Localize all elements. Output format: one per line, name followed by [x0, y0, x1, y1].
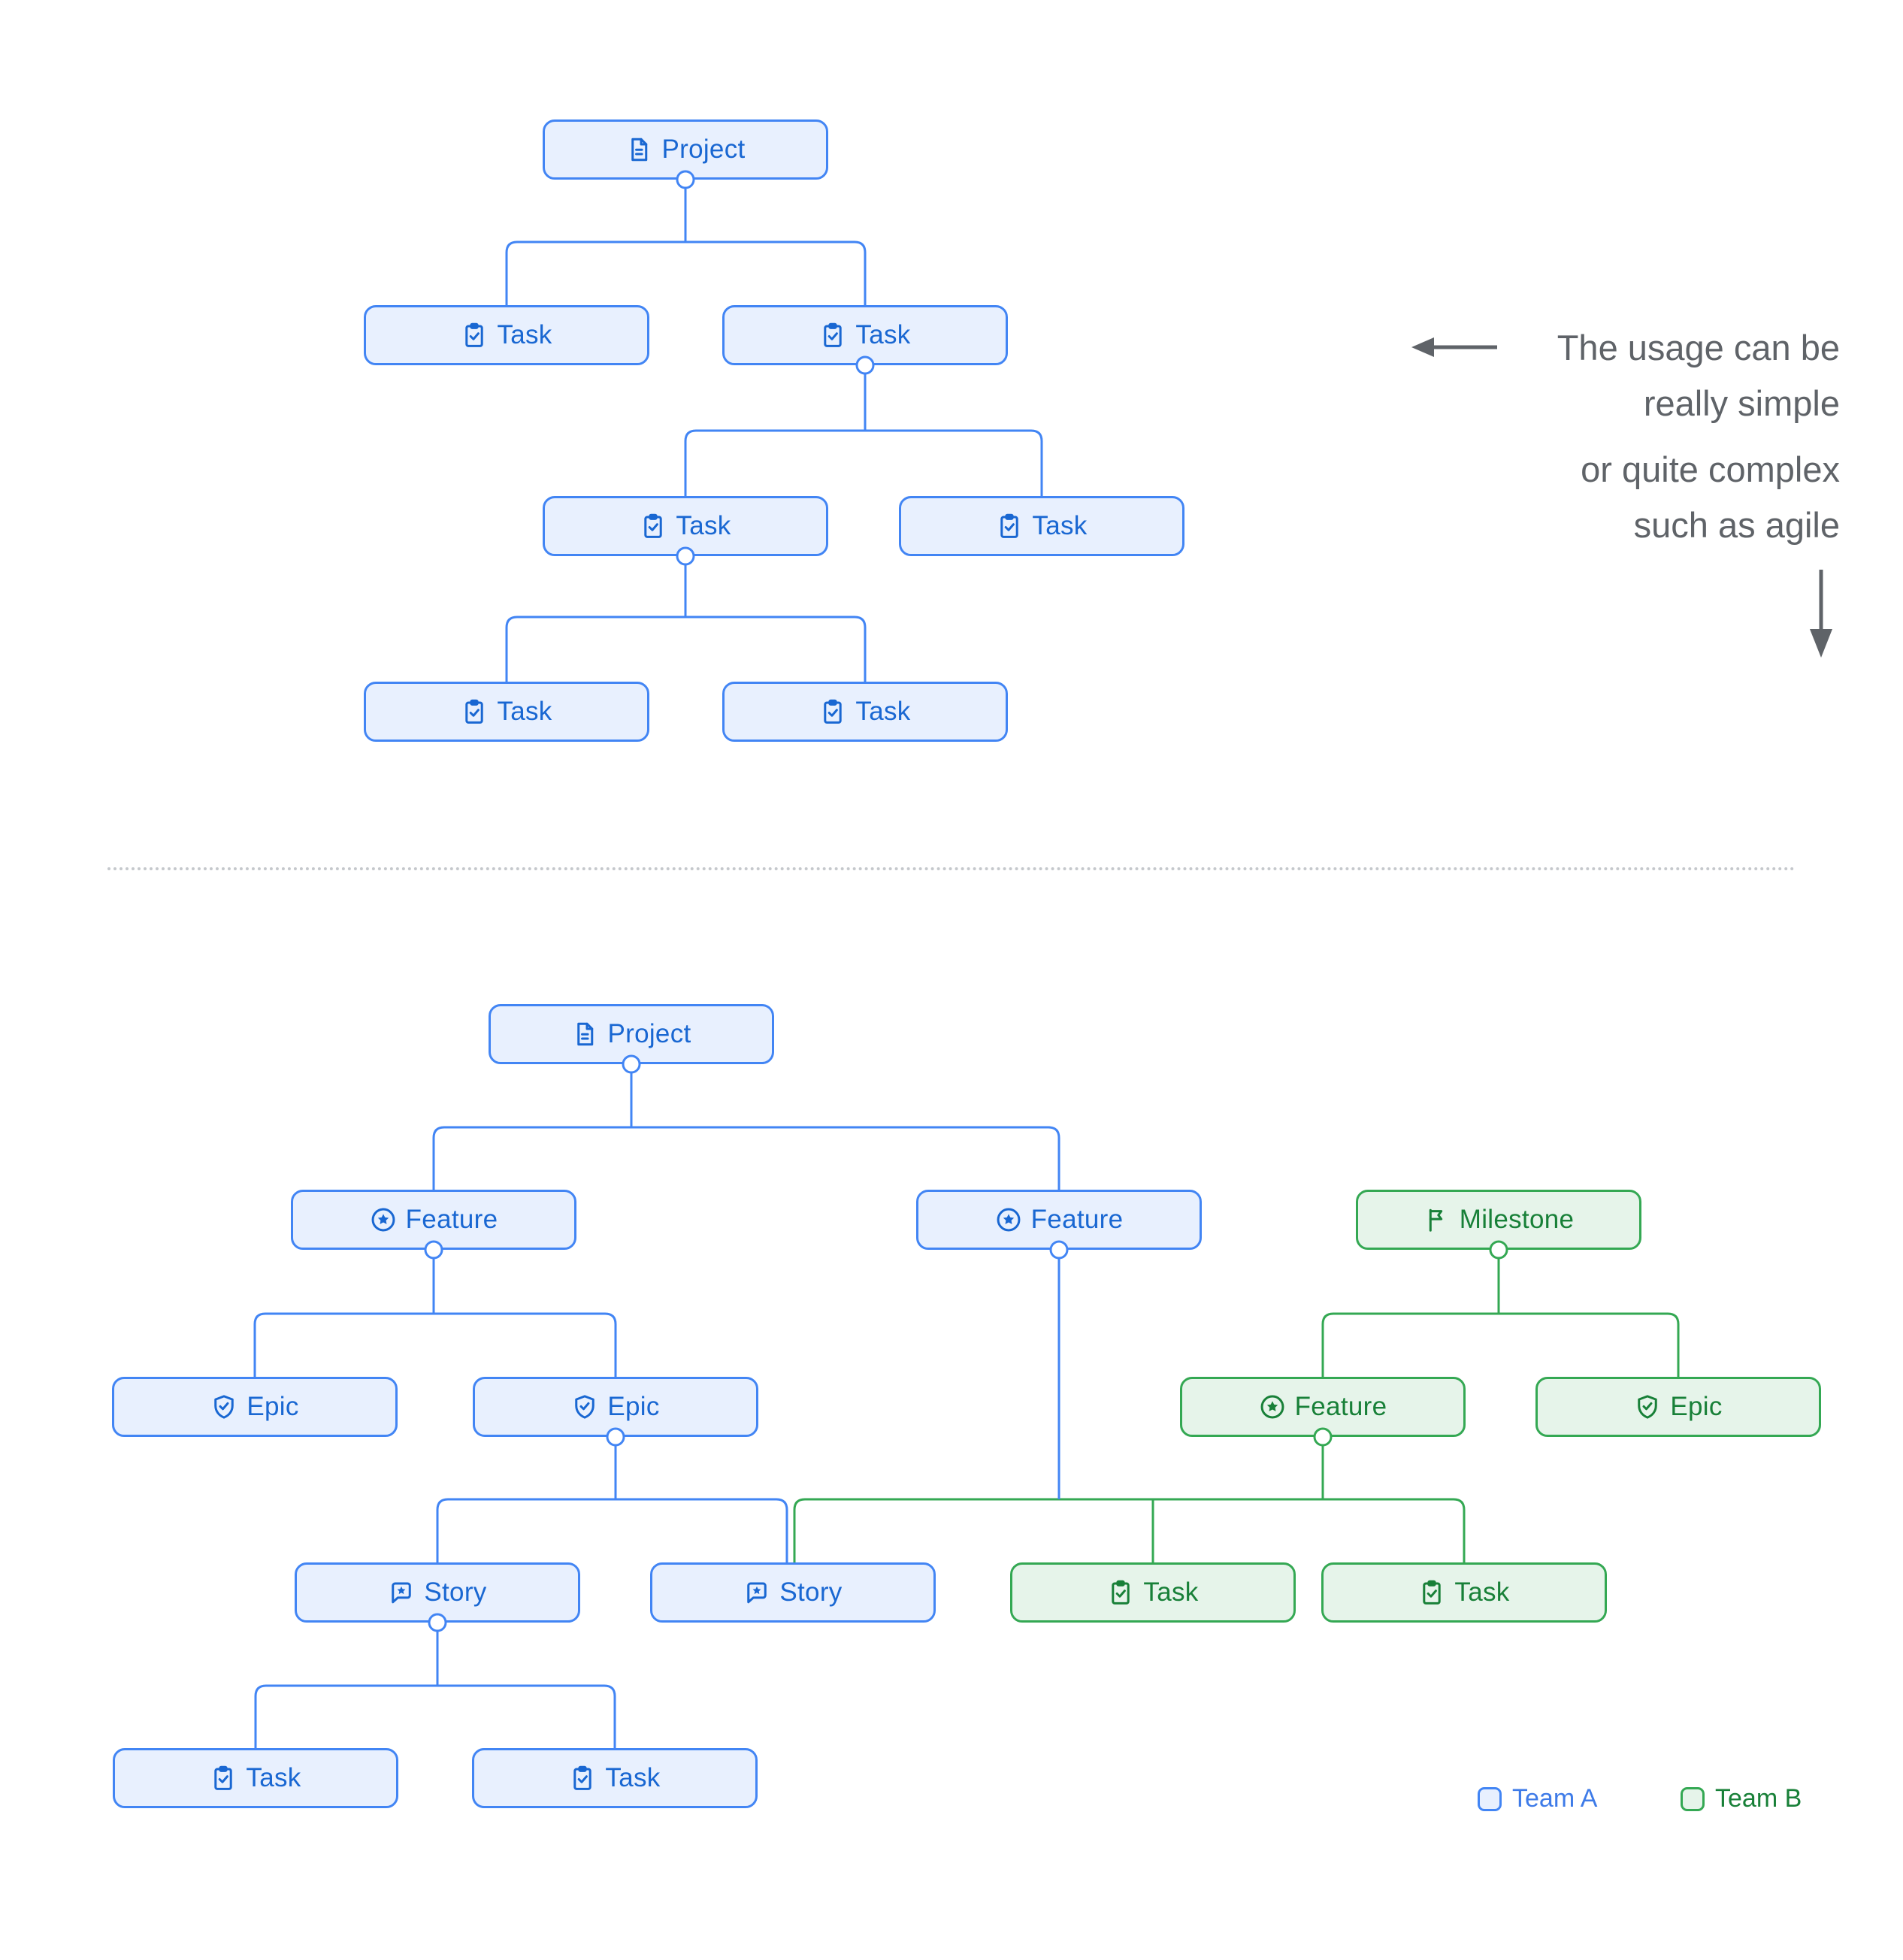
task-icon: [819, 698, 846, 725]
node-b-task-3[interactable]: Task: [113, 1748, 398, 1808]
task-icon: [996, 513, 1023, 540]
node-b-task-2[interactable]: Task: [1321, 1562, 1607, 1623]
node-t-task-2[interactable]: Task: [722, 305, 1008, 365]
legend-team-a: Team A: [1478, 1784, 1597, 1813]
node-t-task-5[interactable]: Task: [364, 682, 649, 742]
node-label: Task: [1032, 511, 1088, 540]
node-b-project[interactable]: Project: [489, 1004, 774, 1064]
annotation-line: The usage can be: [1557, 328, 1840, 368]
document-icon: [625, 136, 652, 163]
document-icon: [571, 1021, 598, 1048]
node-label: Task: [246, 1763, 301, 1792]
team-a-swatch-icon: [1478, 1786, 1502, 1811]
node-label: Milestone: [1459, 1205, 1575, 1234]
legend-team-a-label: Team A: [1512, 1784, 1598, 1813]
node-label: Feature: [1030, 1205, 1124, 1234]
feature-icon: [370, 1206, 397, 1233]
node-label: Story: [424, 1577, 487, 1607]
node-b-task-4[interactable]: Task: [472, 1748, 758, 1808]
node-label: Task: [676, 511, 731, 540]
node-t-task-3[interactable]: Task: [543, 496, 828, 556]
node-label: Task: [1143, 1577, 1199, 1607]
section-divider: [107, 867, 1796, 870]
task-icon: [569, 1765, 596, 1792]
node-label: Feature: [405, 1205, 498, 1234]
annotation-line: such as agile: [1633, 505, 1840, 545]
legend-team-b: Team B: [1681, 1784, 1802, 1813]
task-icon: [1107, 1579, 1134, 1606]
node-label: Epic: [607, 1392, 660, 1421]
task-icon: [210, 1765, 237, 1792]
task-icon: [461, 698, 488, 725]
team-b-swatch-icon: [1681, 1786, 1705, 1811]
node-label: Task: [855, 697, 911, 726]
left-arrow-icon: [1411, 337, 1497, 357]
feature-icon: [1259, 1393, 1286, 1420]
task-icon: [819, 322, 846, 349]
node-b-story-2[interactable]: Story: [650, 1562, 936, 1623]
epic-icon: [210, 1393, 237, 1420]
down-arrow-icon: [1810, 570, 1832, 658]
story-icon: [388, 1579, 415, 1606]
annotation-paragraph-2: or quite complex such as agile: [1581, 442, 1840, 553]
node-b-epic-2[interactable]: Epic: [473, 1377, 758, 1437]
task-icon: [640, 513, 667, 540]
node-label: Task: [497, 697, 552, 726]
node-label: Epic: [247, 1392, 299, 1421]
node-label: Project: [661, 135, 746, 164]
node-t-task-4[interactable]: Task: [899, 496, 1184, 556]
node-b-feature-1[interactable]: Feature: [291, 1190, 576, 1250]
node-t-project[interactable]: Project: [543, 119, 828, 180]
node-b-story-1[interactable]: Story: [295, 1562, 580, 1623]
node-label: Story: [779, 1577, 843, 1607]
annotation-line: really simple: [1643, 383, 1840, 423]
node-label: Feature: [1294, 1392, 1387, 1421]
node-b-milestone[interactable]: Milestone: [1356, 1190, 1641, 1250]
legend-team-b-label: Team B: [1715, 1784, 1802, 1813]
node-b-task-1[interactable]: Task: [1010, 1562, 1296, 1623]
annotation-line: or quite complex: [1581, 449, 1840, 489]
node-label: Project: [607, 1019, 691, 1048]
node-t-task-1[interactable]: Task: [364, 305, 649, 365]
node-b-epic-1[interactable]: Epic: [112, 1377, 398, 1437]
node-b-feature-2[interactable]: Feature: [916, 1190, 1202, 1250]
story-icon: [743, 1579, 770, 1606]
node-b-epic-3[interactable]: Epic: [1535, 1377, 1821, 1437]
node-label: Task: [497, 320, 552, 349]
annotation-paragraph-1: The usage can be really simple: [1557, 320, 1840, 431]
node-t-task-6[interactable]: Task: [722, 682, 1008, 742]
node-label: Task: [1454, 1577, 1510, 1607]
feature-icon: [995, 1206, 1022, 1233]
task-icon: [461, 322, 488, 349]
node-label: Epic: [1670, 1392, 1723, 1421]
node-label: Task: [605, 1763, 661, 1792]
epic-icon: [571, 1393, 598, 1420]
milestone-icon: [1423, 1206, 1451, 1233]
node-b-feature-3[interactable]: Feature: [1180, 1377, 1466, 1437]
epic-icon: [1634, 1393, 1661, 1420]
node-label: Task: [855, 320, 911, 349]
task-icon: [1418, 1579, 1445, 1606]
